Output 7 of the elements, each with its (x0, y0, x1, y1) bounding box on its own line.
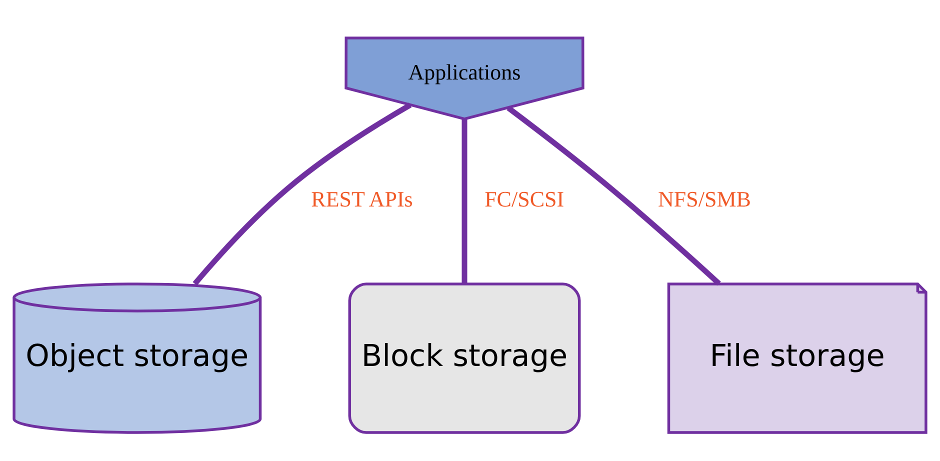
connector (506, 105, 721, 286)
edge-label: REST APIs (311, 186, 413, 212)
node-box: Block storage (348, 282, 581, 434)
connector (192, 102, 412, 286)
edge-label: NFS/SMB (658, 186, 751, 212)
edge-label: FC/SCSI (484, 186, 564, 212)
connector (462, 118, 468, 284)
